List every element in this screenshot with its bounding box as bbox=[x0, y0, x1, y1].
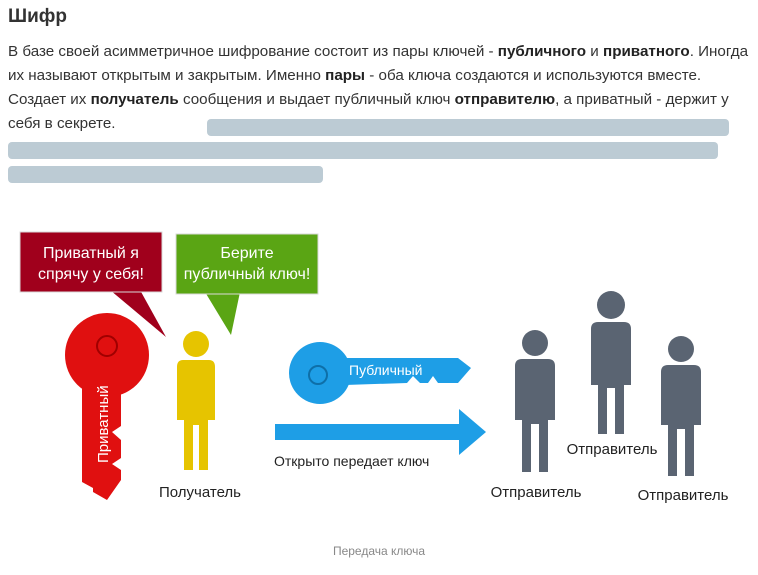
speech-bubble-private: Приватный я спрячу у себя! bbox=[19, 231, 166, 337]
bubble-public-line2: публичный ключ! bbox=[184, 266, 311, 283]
paragraph-text: сообщения и выдает публичный ключ bbox=[178, 91, 455, 108]
text-placeholder-bar bbox=[8, 166, 323, 183]
figure-caption: Передача ключа bbox=[332, 544, 426, 558]
paragraph-bold-private: приватного bbox=[603, 43, 690, 60]
speech-bubble-public: Берите публичный ключ! bbox=[175, 233, 319, 335]
sender-label: Отправитель bbox=[491, 484, 582, 501]
paragraph-bold-pair: пары bbox=[325, 67, 366, 84]
receiver-icon bbox=[177, 331, 215, 470]
paragraph-text: В базе своей асимметричное шифрование со… bbox=[8, 43, 498, 60]
paragraph-text: и bbox=[586, 43, 604, 60]
public-key-icon: Публичный bbox=[289, 342, 471, 404]
bubble-public-line1: Берите bbox=[220, 245, 273, 262]
paragraph-text: - оба ключа создаются и используются вме… bbox=[8, 67, 702, 108]
paragraph-bold-sender: отправителю bbox=[454, 91, 556, 108]
bubble-private-line1: Приватный я bbox=[43, 245, 139, 262]
paragraph-bold-receiver: получатель bbox=[90, 91, 179, 108]
text-placeholder-bar bbox=[8, 142, 718, 159]
transfer-arrow-label: Открыто передает ключ bbox=[274, 453, 429, 469]
public-key-label: Публичный bbox=[349, 362, 423, 378]
sender-label: Отправитель bbox=[638, 487, 729, 504]
text-placeholder-bar bbox=[207, 119, 729, 136]
key-exchange-illustration: Приватный я спрячу у себя! Берите публич… bbox=[19, 231, 729, 504]
sender-icon bbox=[515, 330, 555, 472]
receiver-label: Получатель bbox=[159, 484, 241, 501]
transfer-arrow-icon bbox=[275, 409, 486, 455]
paragraph-text: , а приватный - держит у себя в секрете. bbox=[8, 91, 729, 132]
private-key-icon: Приватный bbox=[65, 313, 149, 500]
sender-label: Отправитель bbox=[567, 441, 658, 458]
bubble-private-line2: спрячу у себя! bbox=[38, 266, 144, 283]
sender-icon bbox=[591, 291, 631, 434]
article-title: Шифр bbox=[8, 6, 68, 27]
private-key-label: Приватный bbox=[95, 385, 112, 463]
paragraph-bold-public: публичного bbox=[497, 43, 587, 60]
sender-icon bbox=[661, 336, 701, 476]
article-paragraph: В базе своей асимметричное шифрование со… bbox=[8, 40, 750, 136]
paragraph-text: . Иногда их называют открытым и закрытым… bbox=[8, 43, 749, 84]
